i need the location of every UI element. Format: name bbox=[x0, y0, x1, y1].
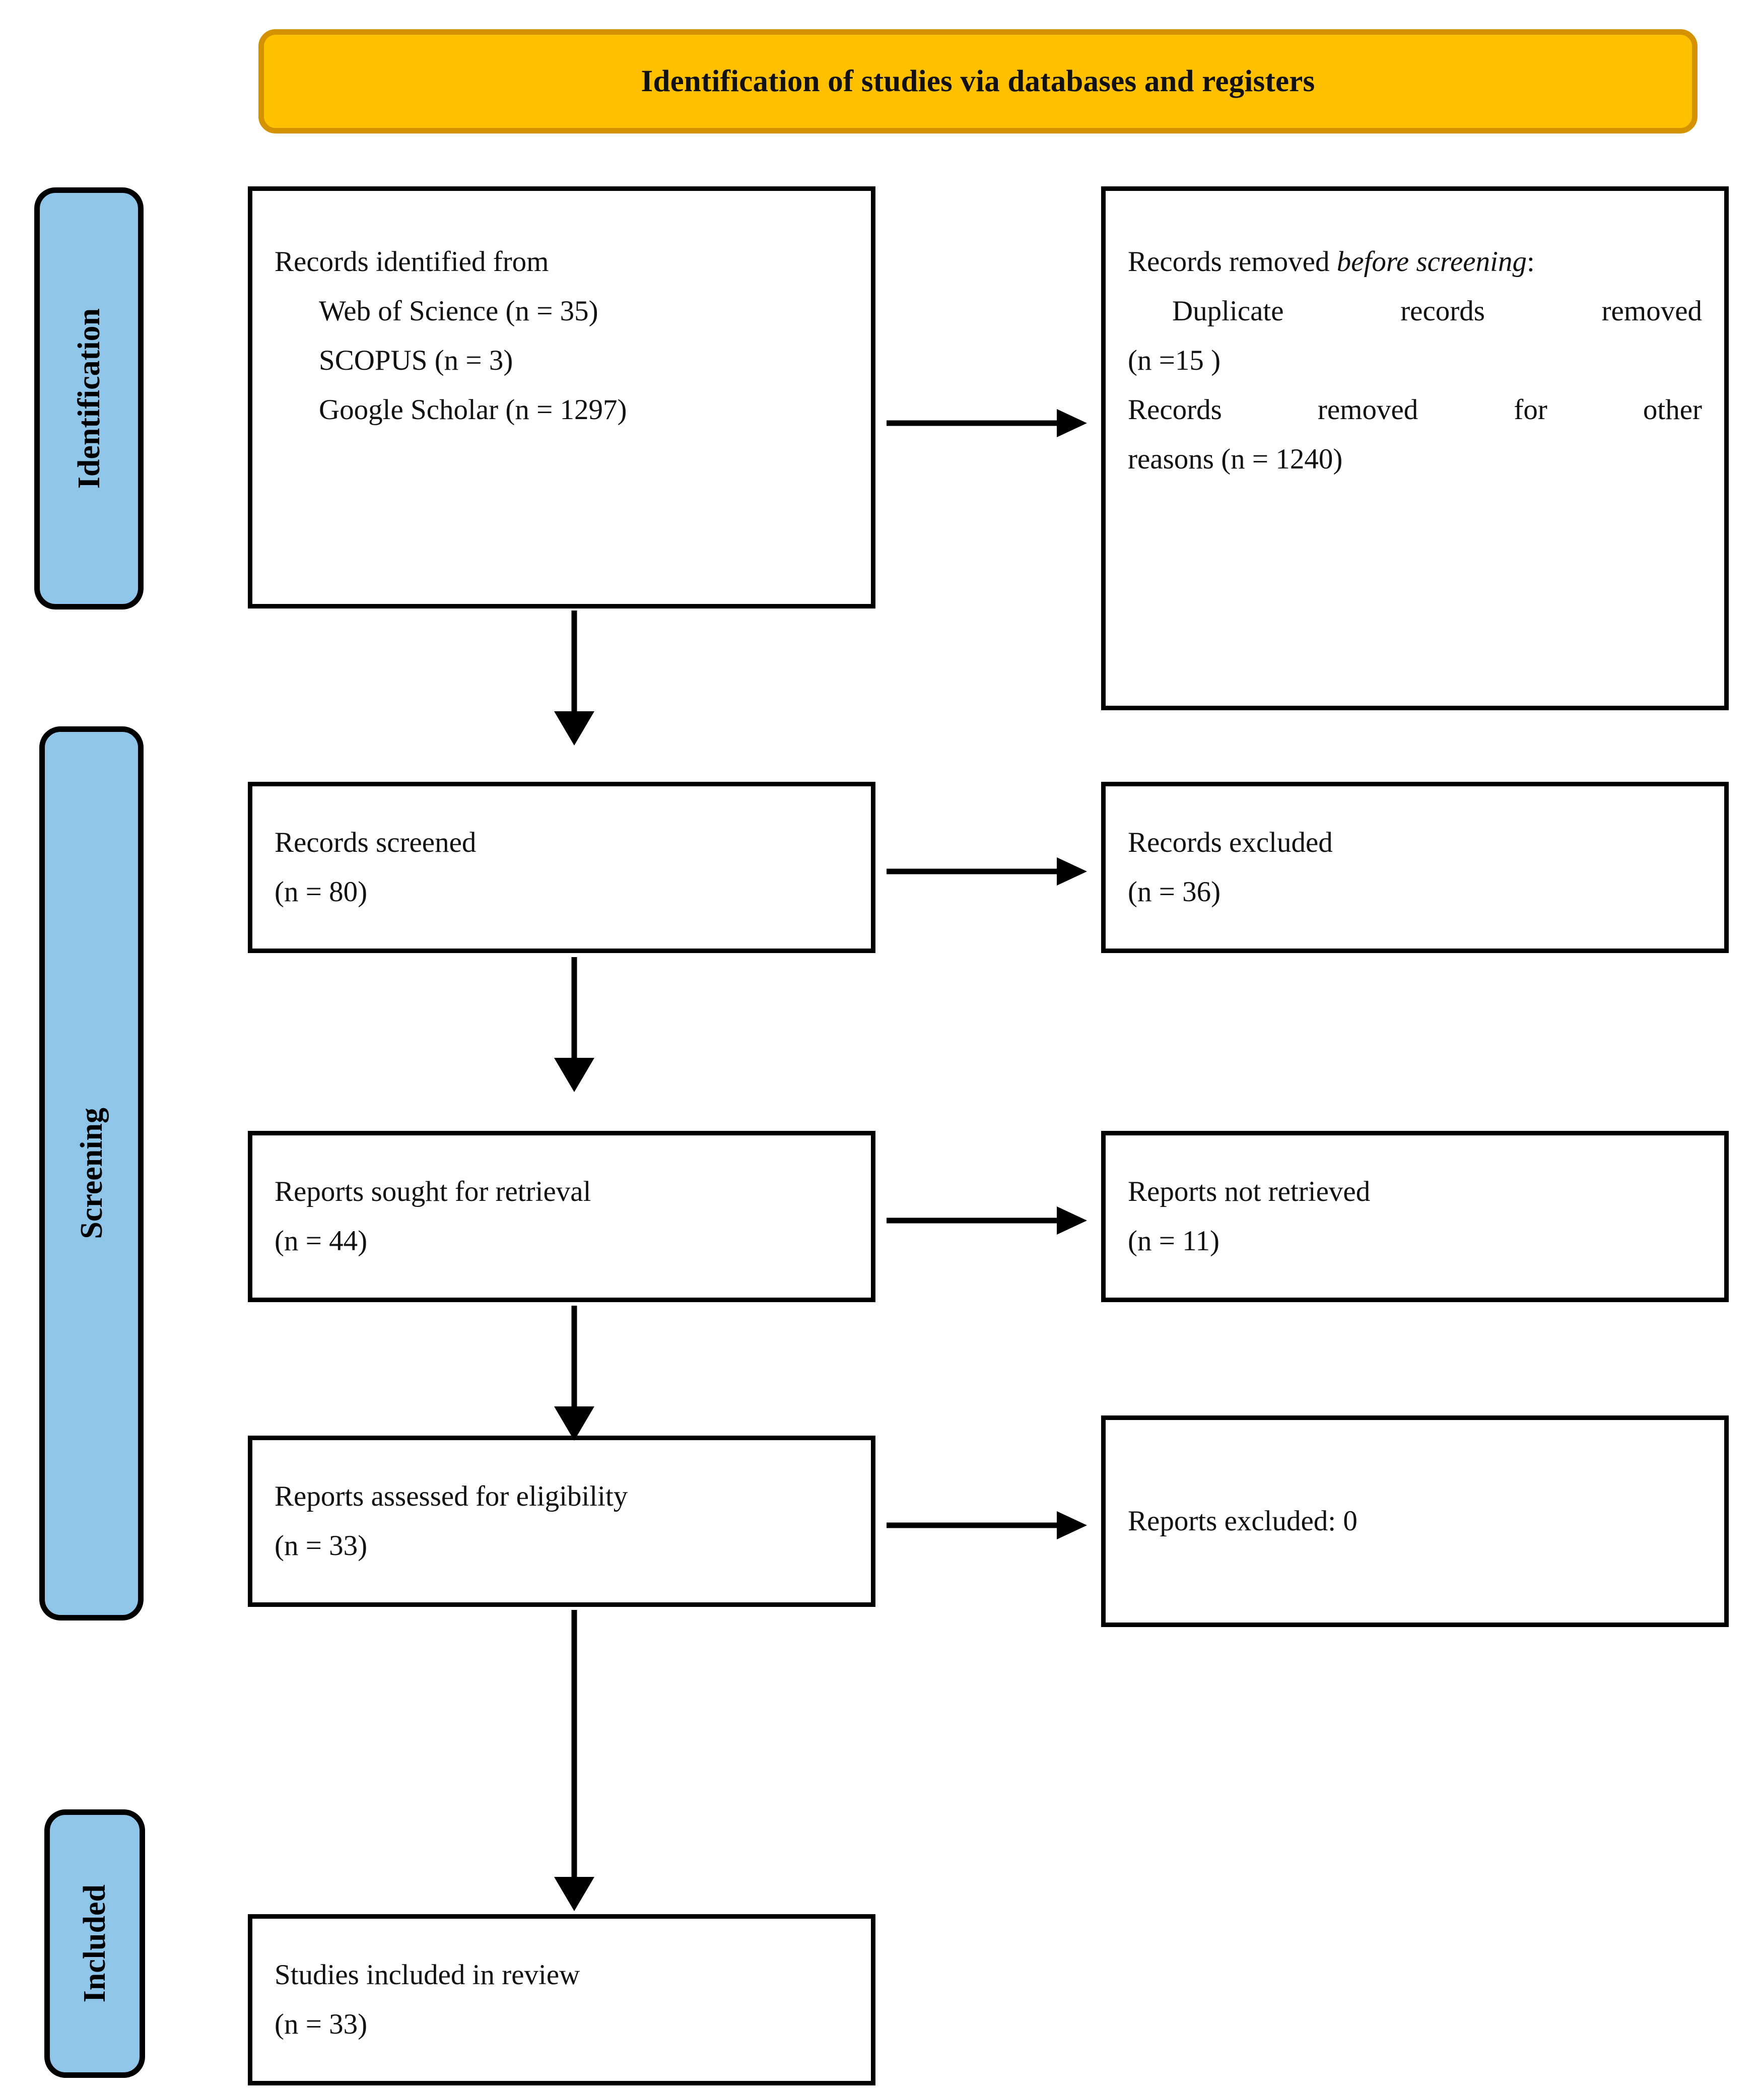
records-screened-count: (n = 80) bbox=[275, 876, 368, 908]
reports-sought-count: (n = 44) bbox=[275, 1225, 368, 1257]
studies-included-count: (n = 33) bbox=[275, 2008, 368, 2040]
reports-assessed-label: Reports assessed for eligibility bbox=[275, 1480, 628, 1512]
box-records-removed-before-screening: Records removed before screening: Duplic… bbox=[1101, 186, 1729, 710]
records-identified-source-scopus: SCOPUS (n = 3) bbox=[319, 345, 513, 377]
records-excluded-label: Records excluded bbox=[1128, 826, 1333, 858]
reports-assessed-count: (n = 33) bbox=[275, 1530, 368, 1562]
arrow-assessed-to-included-icon bbox=[541, 1610, 607, 1912]
stage-tab-identification: Identification bbox=[34, 187, 144, 610]
duplicate-records-removed-count: (n =15 ) bbox=[1128, 345, 1221, 377]
stage-label-identification: Identification bbox=[72, 308, 106, 489]
reports-not-retrieved-count: (n = 11) bbox=[1128, 1225, 1219, 1257]
reports-sought-label: Reports sought for retrieval bbox=[275, 1175, 591, 1207]
box-records-screened: Records screened (n = 80) bbox=[248, 782, 875, 953]
records-identified-heading: Records identified from bbox=[275, 246, 549, 278]
stage-tab-included: Included bbox=[44, 1809, 145, 2078]
stage-label-screening: Screening bbox=[74, 1108, 109, 1239]
records-screened-label: Records screened bbox=[275, 826, 477, 858]
box-reports-excluded: Reports excluded: 0 bbox=[1101, 1415, 1729, 1627]
arrow-screened-to-sought-icon bbox=[541, 957, 607, 1093]
duplicate-records-removed-label: Duplicate records removed bbox=[1172, 295, 1702, 327]
records-removed-heading-suffix: : bbox=[1526, 246, 1535, 278]
arrow-identified-to-screened-icon bbox=[541, 611, 607, 747]
arrow-sought-to-assessed-icon bbox=[541, 1306, 607, 1442]
records-removed-other-reasons-count: reasons (n = 1240) bbox=[1128, 443, 1343, 476]
box-records-identified: Records identified from Web of Science (… bbox=[248, 186, 875, 609]
box-reports-assessed-for-eligibility: Reports assessed for eligibility (n = 33… bbox=[248, 1436, 875, 1607]
reports-not-retrieved-label: Reports not retrieved bbox=[1128, 1175, 1371, 1207]
records-removed-other-reasons-label: Records removed for other bbox=[1128, 394, 1702, 426]
records-identified-source-google-scholar: Google Scholar (n = 1297) bbox=[319, 394, 627, 426]
arrow-screened-to-excluded-icon bbox=[887, 851, 1088, 892]
reports-excluded-label: Reports excluded: 0 bbox=[1128, 1505, 1358, 1537]
records-removed-heading-prefix: Records removed bbox=[1128, 246, 1337, 278]
stage-tab-screening: Screening bbox=[39, 726, 144, 1620]
diagram-title: Identification of studies via databases … bbox=[641, 64, 1315, 98]
diagram-header-banner: Identification of studies via databases … bbox=[258, 29, 1698, 133]
records-removed-heading: Records removed before screening: bbox=[1128, 237, 1702, 287]
box-reports-sought-for-retrieval: Reports sought for retrieval (n = 44) bbox=[248, 1131, 875, 1302]
box-records-excluded: Records excluded (n = 36) bbox=[1101, 782, 1729, 953]
stage-label-included: Included bbox=[78, 1884, 112, 2003]
arrow-identified-to-removed-before-icon bbox=[887, 403, 1088, 443]
box-reports-not-retrieved: Reports not retrieved (n = 11) bbox=[1101, 1131, 1729, 1302]
studies-included-label: Studies included in review bbox=[275, 1958, 580, 1991]
arrow-assessed-to-reports-excluded-icon bbox=[887, 1505, 1088, 1545]
records-identified-source-web-of-science: Web of Science (n = 35) bbox=[319, 295, 598, 327]
arrow-sought-to-not-retrieved-icon bbox=[887, 1200, 1088, 1241]
records-removed-heading-emphasis: before screening bbox=[1336, 246, 1527, 278]
records-excluded-count: (n = 36) bbox=[1128, 876, 1221, 908]
box-studies-included-in-review: Studies included in review (n = 33) bbox=[248, 1914, 875, 2085]
